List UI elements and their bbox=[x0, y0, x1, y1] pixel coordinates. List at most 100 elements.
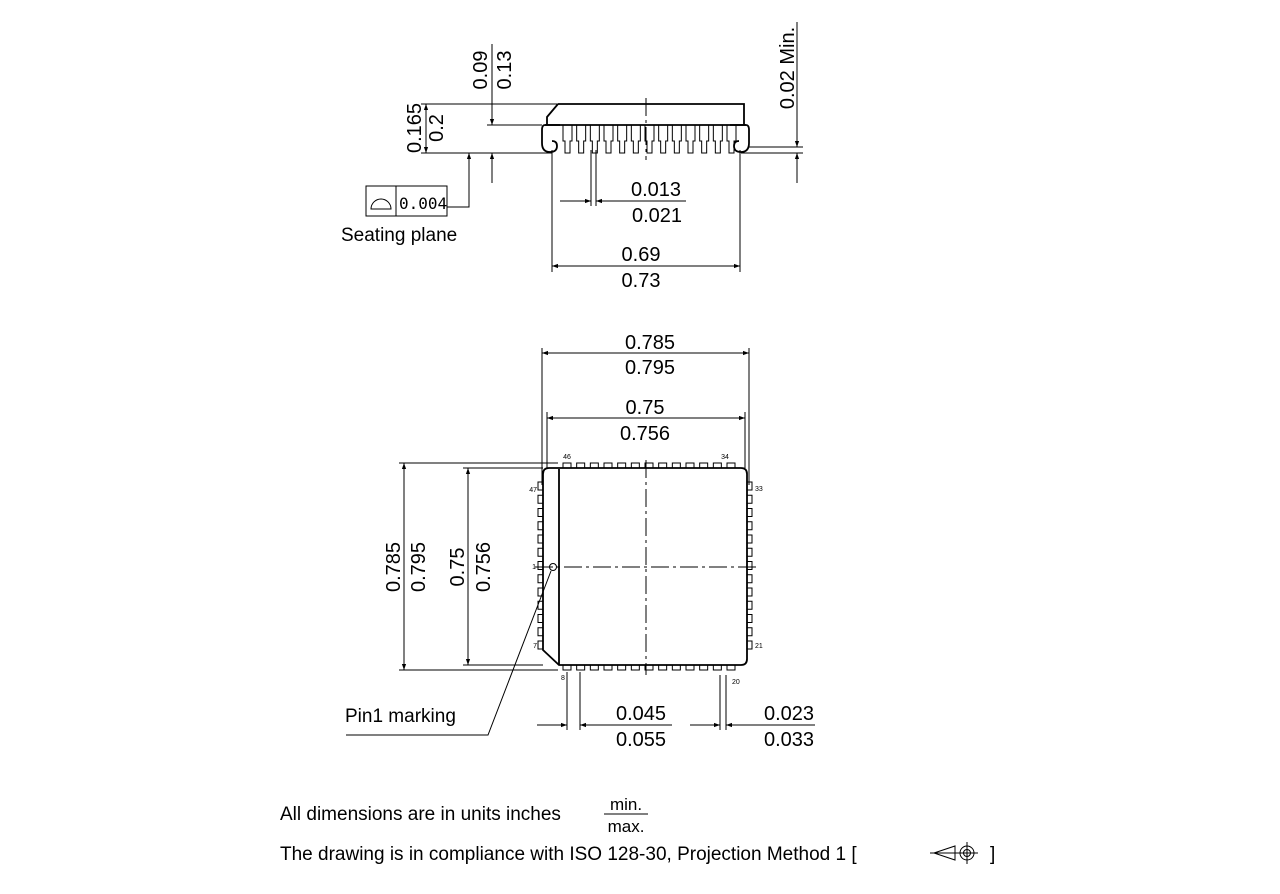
pin1-marker bbox=[549, 563, 557, 571]
lead-tooth bbox=[699, 125, 710, 154]
lead-tooth bbox=[658, 125, 669, 154]
j-lead-right bbox=[730, 124, 750, 153]
pin-left bbox=[537, 627, 544, 637]
package-body-top bbox=[542, 467, 748, 666]
pin-label-20: 20 bbox=[732, 679, 740, 686]
pin-right bbox=[746, 521, 753, 531]
lead-tooth bbox=[644, 125, 655, 154]
pin-bottom bbox=[562, 664, 572, 671]
notes: All dimensions are in units inches min. … bbox=[280, 795, 995, 865]
lead-clearance: 0.02 Min. bbox=[777, 27, 799, 109]
pin-bottom bbox=[726, 664, 736, 671]
lead-tooth bbox=[589, 125, 600, 154]
lead-width-min: 0.013 bbox=[631, 179, 681, 201]
lead-width-max: 0.021 bbox=[632, 205, 682, 227]
package-body-side bbox=[546, 103, 745, 125]
pin-right bbox=[746, 614, 753, 623]
lead-tooth bbox=[630, 125, 641, 154]
pin-bottom bbox=[603, 664, 613, 671]
lead-span-min: 0.69 bbox=[622, 244, 661, 266]
pin-right bbox=[746, 561, 753, 570]
pin-top bbox=[712, 462, 722, 469]
pin-right bbox=[746, 627, 753, 637]
units-fraction-max: max. bbox=[608, 817, 645, 836]
pin-top bbox=[576, 462, 586, 469]
pin-left bbox=[537, 521, 544, 531]
pitch-min: 0.045 bbox=[616, 703, 666, 725]
pitch-max: 0.055 bbox=[616, 729, 666, 751]
pin-left bbox=[537, 561, 544, 570]
lead-tooth bbox=[603, 125, 614, 154]
flatness-frame bbox=[365, 185, 448, 217]
pin-right bbox=[746, 600, 753, 610]
pin-bottom bbox=[630, 664, 640, 671]
body-height-min: 0.75 bbox=[447, 548, 469, 587]
pin-right bbox=[746, 494, 753, 504]
body-width-min: 0.75 bbox=[626, 397, 665, 419]
side-view: 0.165 0.2 0.09 0.13 0.02 Min. 0.004 Seat… bbox=[341, 22, 803, 292]
pin-bottom bbox=[589, 664, 599, 671]
pin-left bbox=[537, 494, 544, 504]
pin-label-47: 47 bbox=[529, 487, 537, 494]
standoff-min: 0.09 bbox=[470, 51, 492, 90]
pin-label-46: 46 bbox=[563, 454, 571, 461]
pin-top bbox=[658, 462, 668, 469]
pin-bottom bbox=[644, 664, 654, 671]
pin-label-21: 21 bbox=[755, 643, 763, 650]
units-fraction-min: min. bbox=[610, 795, 642, 814]
pin-top bbox=[562, 462, 572, 469]
j-lead-left bbox=[541, 124, 560, 153]
pin-top bbox=[603, 462, 613, 469]
lead-tooth bbox=[576, 125, 587, 154]
pin-top bbox=[630, 462, 640, 469]
height-min: 0.165 bbox=[404, 103, 426, 153]
units-note: All dimensions are in units inches bbox=[280, 804, 561, 825]
pin-bottom bbox=[617, 664, 627, 671]
seating-plane-label: Seating plane bbox=[341, 225, 457, 246]
pin-right bbox=[746, 640, 753, 650]
pin-left bbox=[537, 547, 544, 557]
pin-label-33: 33 bbox=[755, 486, 763, 493]
pin-right bbox=[746, 508, 753, 517]
pin-left bbox=[537, 640, 544, 650]
pin-top bbox=[726, 462, 736, 469]
lead-span-max: 0.73 bbox=[622, 270, 661, 292]
pin-top bbox=[699, 462, 709, 469]
flatness-semicircle-icon bbox=[370, 198, 392, 210]
pin-right bbox=[746, 574, 753, 584]
pin-left bbox=[537, 534, 544, 544]
lead-tooth bbox=[685, 125, 696, 154]
compliance-note: The drawing is in compliance with ISO 12… bbox=[280, 844, 857, 865]
pin-bottom bbox=[685, 664, 695, 671]
pin-width-min: 0.023 bbox=[764, 703, 814, 725]
pin-bottom bbox=[576, 664, 586, 671]
pin-top bbox=[671, 462, 681, 469]
pin-bottom bbox=[712, 664, 722, 671]
top-view: 46 34 47 33 1 7 21 8 20 0.785 0.795 0.75… bbox=[345, 332, 815, 751]
overall-width-max: 0.795 bbox=[625, 357, 675, 379]
pin-label-7: 7 bbox=[533, 643, 537, 650]
first-angle-projection-icon bbox=[930, 842, 978, 864]
lead-tooth bbox=[671, 125, 682, 154]
pin-left bbox=[537, 508, 544, 517]
flatness-value: 0.004 bbox=[399, 194, 447, 213]
pin-bottom bbox=[671, 664, 681, 671]
height-max: 0.2 bbox=[426, 114, 448, 142]
overall-height-max: 0.795 bbox=[408, 542, 430, 592]
pin-right bbox=[746, 534, 753, 544]
pin-bottom bbox=[658, 664, 668, 671]
pin-label-8: 8 bbox=[561, 675, 565, 682]
body-height-max: 0.756 bbox=[473, 542, 495, 592]
lead-tooth bbox=[712, 125, 723, 154]
body-width-max: 0.756 bbox=[620, 423, 670, 445]
pin-top bbox=[644, 462, 654, 469]
pin-top bbox=[617, 462, 627, 469]
overall-width-min: 0.785 bbox=[625, 332, 675, 354]
pin-label-34: 34 bbox=[721, 454, 729, 461]
compliance-close-bracket: ] bbox=[990, 844, 995, 865]
pin1-leader bbox=[346, 570, 552, 736]
pin-left bbox=[537, 481, 544, 491]
pin-top bbox=[589, 462, 599, 469]
pin-label-1: 1 bbox=[532, 564, 536, 571]
pin-top bbox=[685, 462, 695, 469]
